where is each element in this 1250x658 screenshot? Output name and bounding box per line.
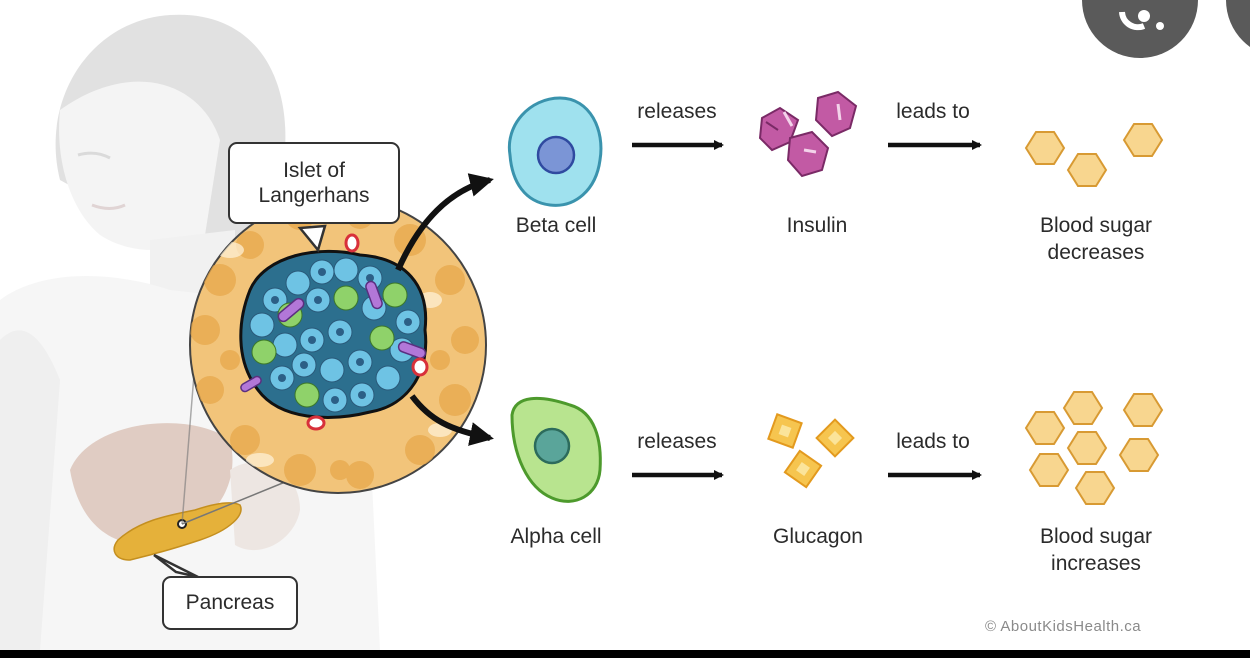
blood-sugar-increases-label: Blood sugar increases [1039,525,1153,575]
lens-icon[interactable] [1082,0,1198,58]
blood-sugar-decreases-label: Blood sugar decreases [1039,214,1153,264]
pancreas-organ [113,502,242,561]
glucagon-icon [767,413,855,489]
alpha-cell-label: Alpha cell [510,525,602,548]
glucose-low-icon [1024,123,1164,187]
bottom-bar [0,650,1250,658]
pancreas-callout: Pancreas [162,576,298,630]
glucose-high-icon [1024,391,1164,505]
alpha-leads-label: leads to [896,430,970,453]
beta-arrow [395,173,494,272]
beta-cell-label: Beta cell [515,214,597,237]
alpha-cell-icon [510,396,602,503]
beta-releases-label: releases [637,100,717,123]
credit-text: © AboutKidsHealth.ca [985,618,1142,635]
glucagon-label: Glucagon [773,525,863,548]
beta-leads-label: leads to [896,100,970,123]
islet-zoom-lens [189,196,487,494]
alpha-arrow [409,394,494,446]
insulin-icon [758,90,858,178]
insulin-label: Insulin [786,214,848,237]
alpha-releases-label: releases [637,430,717,453]
islet-callout: Islet of Langerhans [228,142,400,224]
beta-cell-icon [507,96,603,207]
